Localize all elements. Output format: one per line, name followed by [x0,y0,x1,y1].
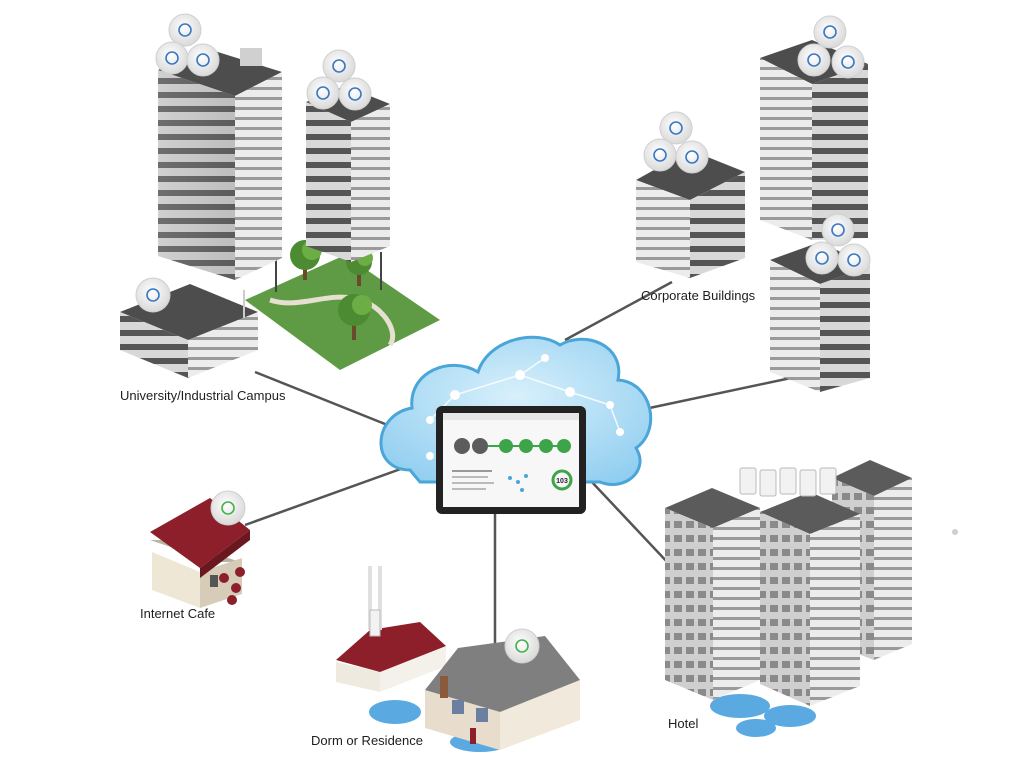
access-point-icon [306,76,340,110]
access-point-icon [805,241,839,275]
corporate-illustration [636,40,870,392]
access-points [135,13,871,664]
label-hotel: Hotel [668,716,699,731]
access-point-icon [322,49,356,83]
corporate-building-small [636,150,745,278]
dorm-illustration [336,566,580,752]
access-point-icon [155,41,189,75]
campus-low-building [120,284,258,378]
dashboard-counter: 103 [556,478,568,485]
connector-campus [254,370,396,430]
access-point-icon [643,138,677,172]
campus-tower-medium [306,86,390,262]
access-point-icon [135,277,171,313]
access-point-icon [813,15,847,49]
access-point-icon [837,243,871,277]
connector-corporate-lower [639,373,806,412]
connector-corporate-upper [564,280,673,342]
cloud-controller-hub: 103 [379,335,653,514]
label-dorm-residence: Dorm or Residence [311,733,423,748]
campus-illustration [120,48,440,378]
label-internet-cafe: Internet Cafe [140,606,216,621]
access-point-icon [168,13,202,47]
connector-cafe [244,460,421,527]
connector-hotel [589,479,671,566]
access-point-icon [675,140,709,174]
connectors [244,280,806,645]
campus-tower-large [158,48,282,280]
access-point-icon [659,111,693,145]
label-university-campus: University/Industrial Campus [120,388,286,403]
tree [338,294,372,340]
access-point-icon [821,213,855,247]
access-point-icon [797,43,831,77]
access-point-icon [504,628,540,664]
wall-access-points [739,467,837,497]
access-point-icon [831,45,865,79]
label-corporate-buildings: Corporate Buildings [641,288,756,303]
hotel-illustration [665,460,912,737]
controller-tablet: 103 [436,406,586,514]
access-point-icon [338,77,372,111]
access-point-icon [186,43,220,77]
access-point-icon [210,490,246,526]
